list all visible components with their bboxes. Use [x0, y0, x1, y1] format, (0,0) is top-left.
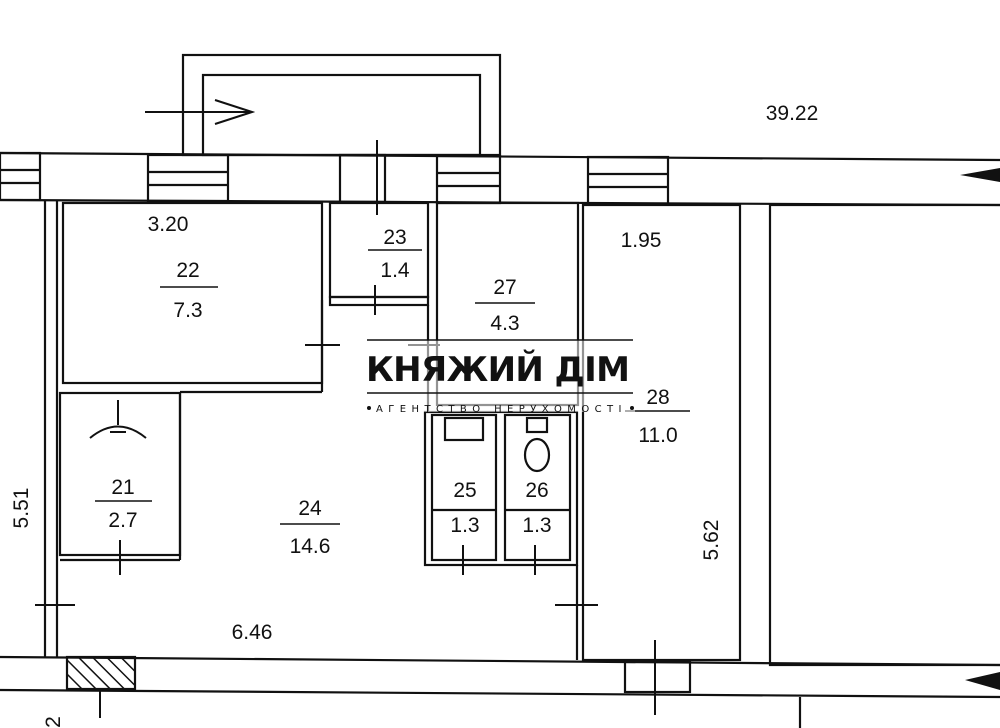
room-25-label: 25 1.3 — [450, 479, 479, 537]
room-28-label: 28 11.0 — [625, 386, 690, 447]
windows — [0, 151, 670, 206]
svg-text:28: 28 — [646, 386, 669, 409]
room-22-label: 22 7.3 — [160, 259, 218, 322]
room-23-label: 23 1.4 — [368, 226, 422, 282]
svg-text:23: 23 — [383, 226, 406, 249]
svg-text:11.0: 11.0 — [638, 424, 677, 447]
svg-text:25: 25 — [453, 479, 476, 502]
entry-arrow-icon — [145, 99, 256, 125]
sink-icon — [443, 416, 485, 442]
dimension-bottom-width: 6.46 — [232, 621, 273, 644]
svg-text:4.3: 4.3 — [490, 312, 519, 335]
room-26-label: 26 1.3 — [522, 479, 551, 537]
svg-text:14.6: 14.6 — [290, 535, 331, 558]
dimension-top-right: 39.22 — [766, 102, 819, 125]
dimension-room28-width: 1.95 — [621, 229, 662, 252]
dimension-left-height: 5.51 — [10, 488, 33, 529]
svg-text:1.4: 1.4 — [380, 259, 410, 282]
svg-text:1.3: 1.3 — [450, 514, 479, 537]
svg-text:21: 21 — [111, 476, 134, 499]
dimension-room28-height: 5.62 — [700, 520, 723, 561]
lamp-icon — [89, 400, 147, 439]
watermark-subtitle: АГЕНТСТВО НЕРУХОМОСТІ — [376, 404, 626, 415]
dimension-bottom-left: 2 — [42, 716, 65, 728]
svg-text:7.3: 7.3 — [173, 299, 202, 322]
dimension-room22-width: 3.20 — [148, 213, 189, 236]
walls — [0, 53, 1000, 728]
arrow-right-top-icon — [960, 168, 1000, 182]
room-21-label: 21 2.7 — [95, 476, 152, 532]
room-24-label: 24 14.6 — [280, 497, 340, 558]
svg-text:1.3: 1.3 — [522, 514, 551, 537]
arrow-right-bottom-icon — [965, 672, 1000, 690]
svg-text:2.7: 2.7 — [108, 509, 137, 532]
svg-text:24: 24 — [298, 497, 322, 520]
room-27-label: 27 4.3 — [475, 276, 535, 335]
svg-text:27: 27 — [493, 276, 516, 299]
hatched-column — [65, 655, 137, 691]
svg-text:22: 22 — [176, 259, 199, 282]
toilet-icon — [523, 437, 551, 473]
watermark-logo: КНЯЖИЙ ДІМ АГЕНТСТВО НЕРУХОМОСТІ — [365, 339, 635, 415]
svg-text:26: 26 — [525, 479, 548, 502]
watermark-title: КНЯЖИЙ ДІМ — [366, 349, 633, 390]
